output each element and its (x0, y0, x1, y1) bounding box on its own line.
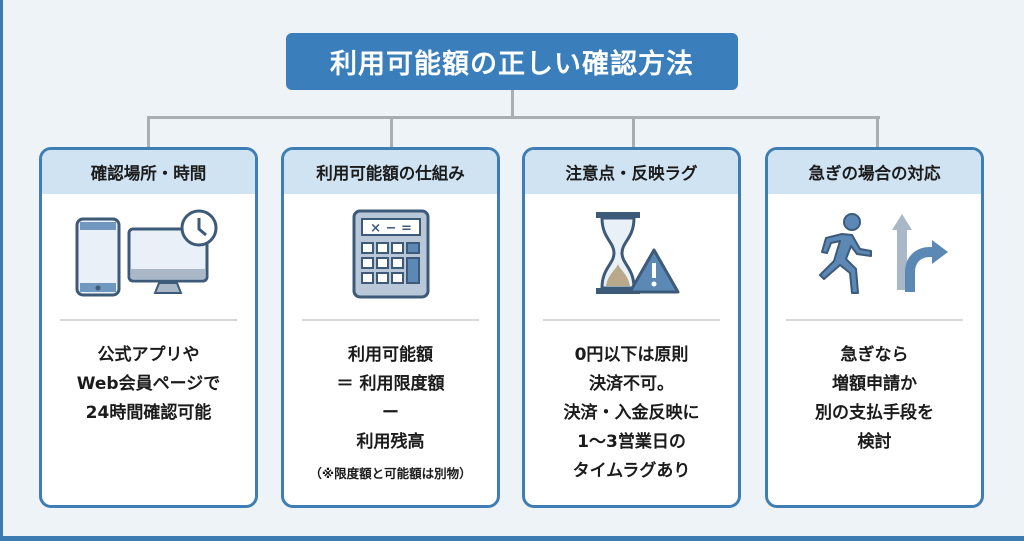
connector-line (147, 116, 880, 119)
card-check-location: 確認場所・時間 公式アプリや Web会員ページで 24時間確認可能 (39, 147, 258, 508)
card-text: 増額申請か (832, 374, 917, 394)
card-text: 決済・入金反映に (563, 403, 700, 423)
card-heading: 急ぎの場合の対応 (768, 150, 981, 194)
divider (302, 319, 479, 321)
card-urgent: 急ぎの場合の対応 急ぎなら増額申請か別の支払手段を検討 (765, 147, 984, 508)
card-text: 検討 (857, 432, 892, 452)
devices-clock-icon (75, 209, 217, 297)
connector-line (511, 90, 514, 118)
divider (543, 319, 720, 321)
connector-line (632, 116, 635, 148)
card-caution: 注意点・反映ラグ 0円以下は原則決済不可。決済・入金反映に 1〜3営業日のタイムラ… (522, 147, 741, 508)
card-text: 別の支払手段を (815, 403, 934, 423)
bottom-border (0, 536, 1024, 541)
connector-line (390, 116, 393, 148)
card-heading: 利用可能額の仕組み (284, 150, 497, 194)
page-title: 利用可能額の正しい確認方法 (286, 33, 738, 90)
card-text: 利用可能額 (348, 345, 433, 365)
card-text: 24時間確認可能 (85, 403, 212, 423)
card-text: 0円以下は原則 (574, 345, 689, 365)
card-text: ＝ 利用限度額 (336, 374, 445, 394)
card-text: 急ぎなら (840, 345, 909, 365)
connector-line (147, 116, 150, 148)
card-heading: 注意点・反映ラグ (525, 150, 738, 194)
divider (60, 319, 237, 321)
connector-line (876, 116, 879, 148)
svg-text:× − =: × − = (370, 221, 412, 236)
left-border (0, 0, 3, 541)
hourglass-warning-icon (595, 212, 679, 294)
card-text: 1〜3営業日の (577, 432, 686, 452)
card-mechanism: 利用可能額の仕組み × − = 利用可能額 ＝ 利用限度額ー利用残高 （※限度額と… (281, 147, 500, 508)
card-heading: 確認場所・時間 (42, 150, 255, 194)
card-text: Web会員ページで (76, 374, 221, 394)
card-note: （※限度額と可能額は別物） (309, 466, 472, 481)
card-text: 決済不可。 (589, 374, 674, 394)
calculator-icon: × − = (352, 209, 429, 299)
card-text: 利用残高 (356, 432, 425, 452)
card-text: 公式アプリや (97, 345, 200, 365)
card-text: タイムラグあり (572, 461, 691, 481)
running-arrows-icon (818, 213, 948, 294)
card-text: ー (382, 403, 399, 423)
divider (786, 319, 963, 321)
